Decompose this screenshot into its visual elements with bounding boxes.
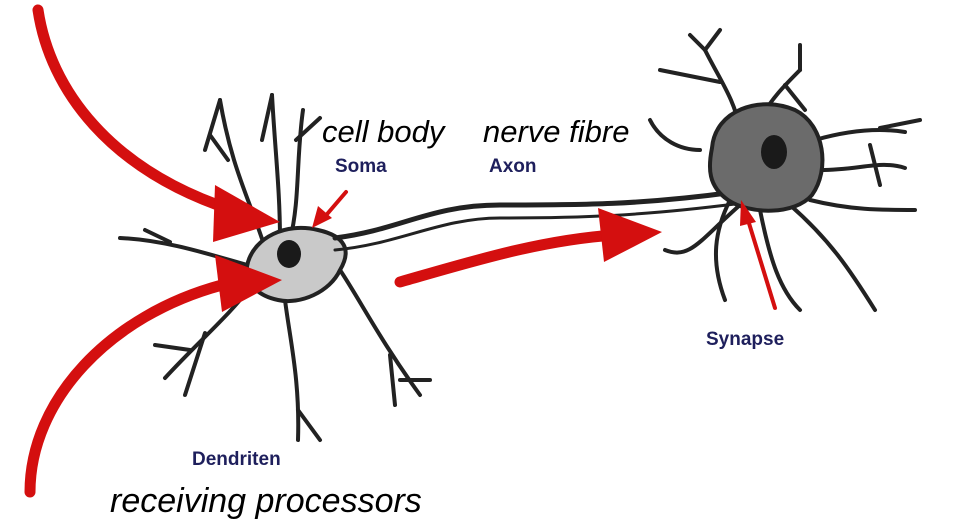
label-cell-body: cell body <box>322 114 447 149</box>
label-axon: Axon <box>489 156 537 177</box>
arrow-synapse-pointer <box>748 220 775 308</box>
arrow-head-axon <box>598 208 662 262</box>
label-dendriten: Dendriten <box>192 449 281 470</box>
axon <box>335 192 735 238</box>
label-nerve-fibre: nerve fibre <box>483 114 629 149</box>
arrow-top-left <box>38 10 232 210</box>
label-receiving-processors: receiving processors <box>110 482 422 520</box>
label-synapse: Synapse <box>706 329 784 350</box>
signal-arrows <box>30 10 775 492</box>
left-nucleus <box>277 240 301 268</box>
arrow-along-axon <box>400 235 615 282</box>
label-soma: Soma <box>335 156 387 177</box>
right-nucleus <box>761 135 787 169</box>
